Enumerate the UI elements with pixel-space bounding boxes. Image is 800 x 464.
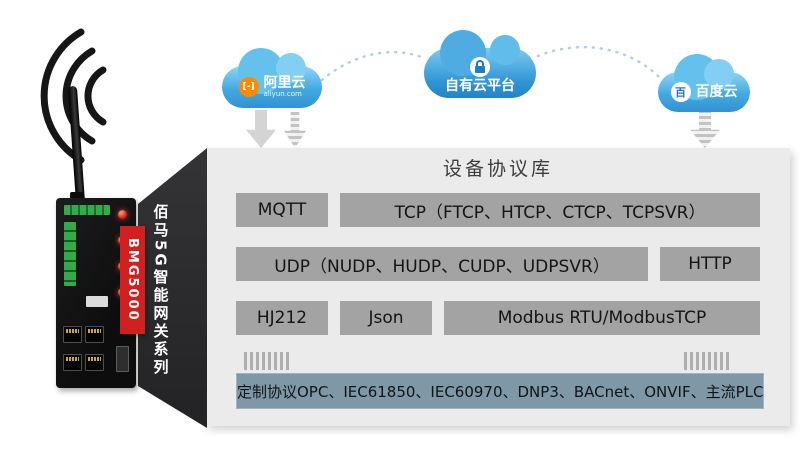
protocol-box-udp: UDP（NUDP、HUDP、CUDP、UDPSVR） bbox=[236, 247, 648, 281]
terminal-block-side bbox=[64, 222, 76, 286]
led-indicator bbox=[118, 210, 127, 219]
cloud-aliyun-sub: aliyun.com bbox=[263, 89, 302, 98]
dip-switch bbox=[86, 296, 108, 307]
hatch-connectors bbox=[236, 351, 760, 371]
ethernet-port bbox=[85, 354, 104, 371]
cloud-private-content: 自有云平台 bbox=[424, 48, 536, 100]
protocol-box-json: Json bbox=[340, 301, 432, 335]
lock-body bbox=[475, 65, 485, 73]
model-badge: BMG5000 bbox=[120, 226, 145, 334]
protocol-box-hj212: HJ212 bbox=[236, 301, 328, 335]
protocol-row-1: MQTT TCP（FTCP、HTCP、CTCP、TCPSVR） bbox=[236, 193, 760, 227]
cloud-private-platform: 自有云平台 bbox=[424, 30, 536, 100]
lock-shackle bbox=[476, 59, 484, 68]
protocol-row-2: UDP（NUDP、HUDP、CUDP、UDPSVR） HTTP bbox=[236, 247, 760, 281]
cloud-aliyun-content: [-] 阿里云 aliyun.com bbox=[222, 66, 322, 108]
protocol-box-mqtt: MQTT bbox=[236, 193, 328, 227]
cloud-aliyun-label: 阿里云 bbox=[263, 74, 306, 91]
device-funnel bbox=[138, 148, 207, 428]
cloud-private-label: 自有云平台 bbox=[445, 77, 515, 94]
hatch-left bbox=[244, 352, 292, 370]
dashed-link-right bbox=[536, 45, 664, 82]
cloud-baidu-label: 百度云 bbox=[695, 83, 738, 100]
series-label: 佰马5G智能网关系列 bbox=[151, 203, 170, 377]
protocol-box-http: HTTP bbox=[660, 247, 760, 281]
baidu-logo-icon: 百 bbox=[670, 82, 691, 102]
aliyun-logo-icon: [-] bbox=[238, 77, 259, 97]
terminal-block-top bbox=[64, 205, 110, 215]
protocol-box-custom: 定制协议OPC、IEC61850、IEC60970、DNP3、BACnet、ON… bbox=[236, 373, 765, 409]
cloud-aliyun: [-] 阿里云 aliyun.com bbox=[222, 48, 322, 108]
cloud-baidu: 百 百度云 bbox=[658, 54, 750, 112]
down-arrow-solid bbox=[246, 110, 276, 148]
panel-title: 设备协议库 bbox=[442, 158, 553, 180]
dashed-link-left bbox=[320, 50, 426, 82]
down-arrow-hatched bbox=[284, 112, 306, 148]
protocol-box-tcp: TCP（FTCP、HTCP、CTCP、TCPSVR） bbox=[340, 193, 760, 227]
protocol-row-3: HJ212 Json Modbus RTU/ModbusTCP bbox=[236, 301, 760, 335]
protocol-row-4: 定制协议OPC、IEC61850、IEC60970、DNP3、BACnet、ON… bbox=[236, 373, 765, 409]
lock-icon bbox=[470, 56, 490, 77]
ethernet-port bbox=[63, 354, 82, 371]
ethernet-port bbox=[63, 326, 82, 343]
ethernet-port bbox=[85, 326, 104, 343]
antenna bbox=[67, 85, 86, 205]
protocol-box-modbus: Modbus RTU/ModbusTCP bbox=[444, 301, 760, 335]
cloud-baidu-content: 百 百度云 bbox=[658, 72, 750, 112]
down-arrow-hatched bbox=[690, 110, 720, 148]
sim-slot bbox=[116, 346, 129, 372]
protocol-panel: 设备协议库 MQTT TCP（FTCP、HTCP、CTCP、TCPSVR） UD… bbox=[206, 148, 790, 426]
hatch-right bbox=[684, 352, 732, 370]
